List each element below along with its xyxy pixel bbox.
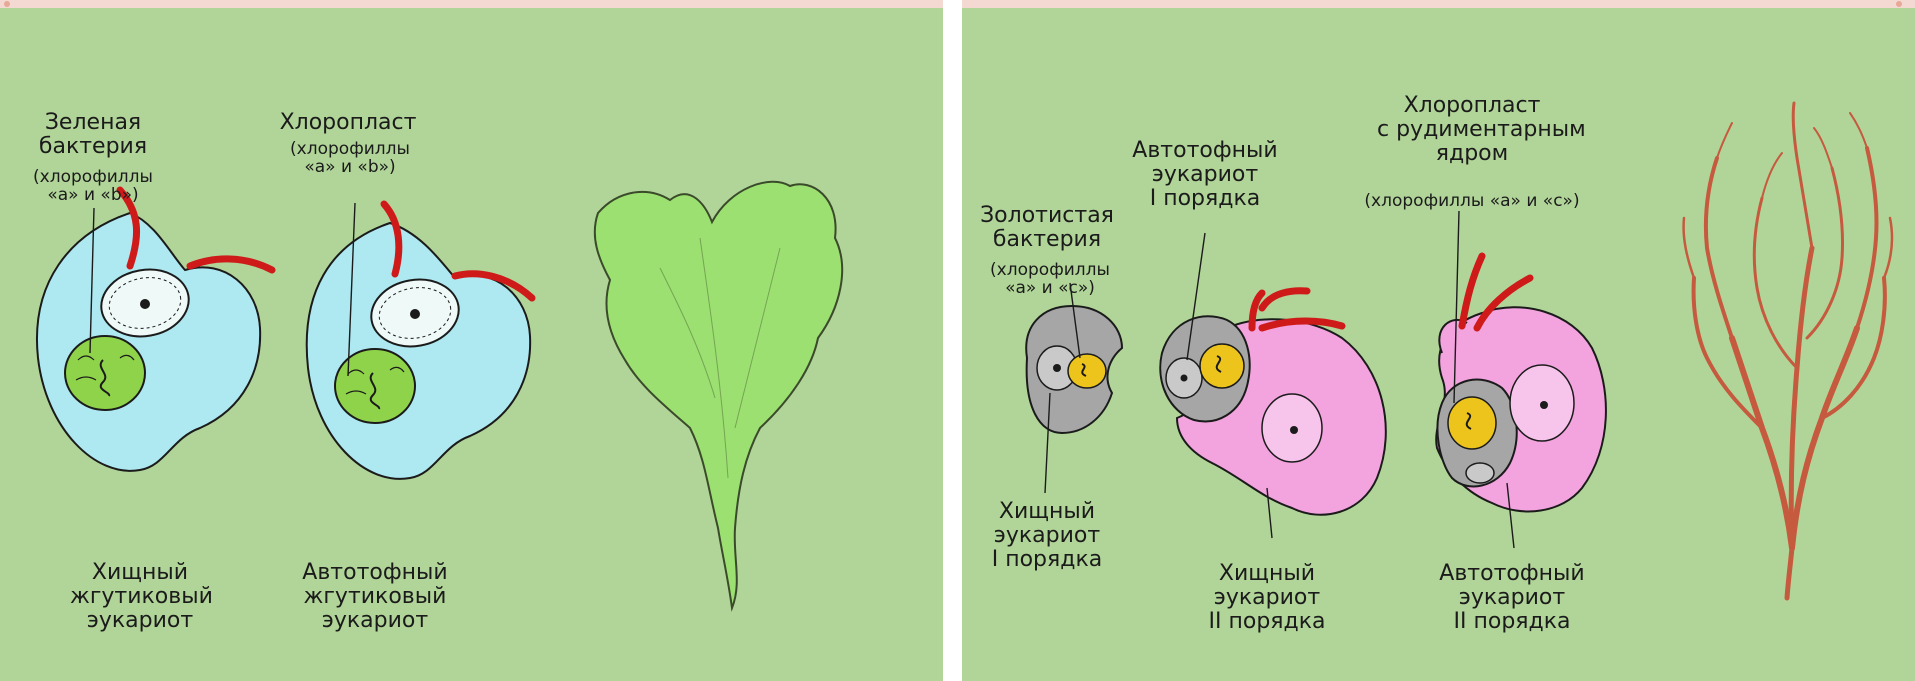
rudimentary-nucleus bbox=[1466, 463, 1494, 483]
predatory-flagellate-cell bbox=[37, 190, 272, 471]
autotrophic-flagellate-cell bbox=[307, 203, 532, 479]
golden-chloroplast bbox=[1448, 397, 1496, 449]
chloroplast-label: Хлоропласт bbox=[278, 111, 418, 135]
green-alga-thallus bbox=[595, 182, 842, 608]
chloroplast-pigments: (хлорофиллы «а» и «b») bbox=[280, 140, 420, 177]
predator-second-order-label: Хищный эукариот II порядка bbox=[1187, 562, 1347, 633]
autotroph-first-order-label: Автотофный эукариот I порядка bbox=[1130, 139, 1280, 210]
golden-bacterium bbox=[1068, 354, 1106, 388]
golden-bacterium-pigments: (хлорофиллы «а» и «с») bbox=[980, 261, 1120, 298]
chloroplast-with-nucleus-label: Хлоропласт с рудиментарным ядром bbox=[1377, 94, 1567, 165]
panel-green-algae-origin: Зеленая бактерия (хлорофиллы «а» и «b») … bbox=[0, 8, 943, 681]
predator-first-order-cell bbox=[1026, 283, 1122, 493]
panel-red-algae-origin: Золотистая бактерия (хлорофиллы «а» и «с… bbox=[962, 8, 1915, 681]
green-bacterium-pigments: (хлорофиллы «а» и «b») bbox=[23, 168, 163, 205]
cyan-cell-body bbox=[37, 213, 260, 471]
red-alga bbox=[1684, 103, 1892, 598]
chloroplast-with-nucleus-pigments: (хлорофиллы «а» и «с») bbox=[1352, 192, 1592, 210]
golden-chloroplast bbox=[1200, 344, 1244, 388]
predator-first-order-label: Хищный эукариот I порядка bbox=[982, 500, 1112, 571]
golden-bacterium-label: Золотистая бактерия bbox=[972, 204, 1122, 252]
predatory-flagellate-label: Хищный жгутиковый эукариот bbox=[70, 561, 210, 632]
corner-dot bbox=[4, 1, 10, 7]
cyan-cell-body bbox=[307, 223, 530, 479]
predator-second-order-cell bbox=[1160, 233, 1386, 538]
autotrophic-flagellate-label: Автотофный жгутиковый эукариот bbox=[300, 561, 450, 632]
autotroph-second-order-cell bbox=[1436, 211, 1606, 548]
panel-divider bbox=[943, 0, 962, 681]
corner-dot bbox=[1896, 1, 1902, 7]
autotroph-second-order-label: Автотофный эукариот II порядка bbox=[1432, 562, 1592, 633]
green-bacterium-label: Зеленая бактерия bbox=[28, 111, 158, 159]
